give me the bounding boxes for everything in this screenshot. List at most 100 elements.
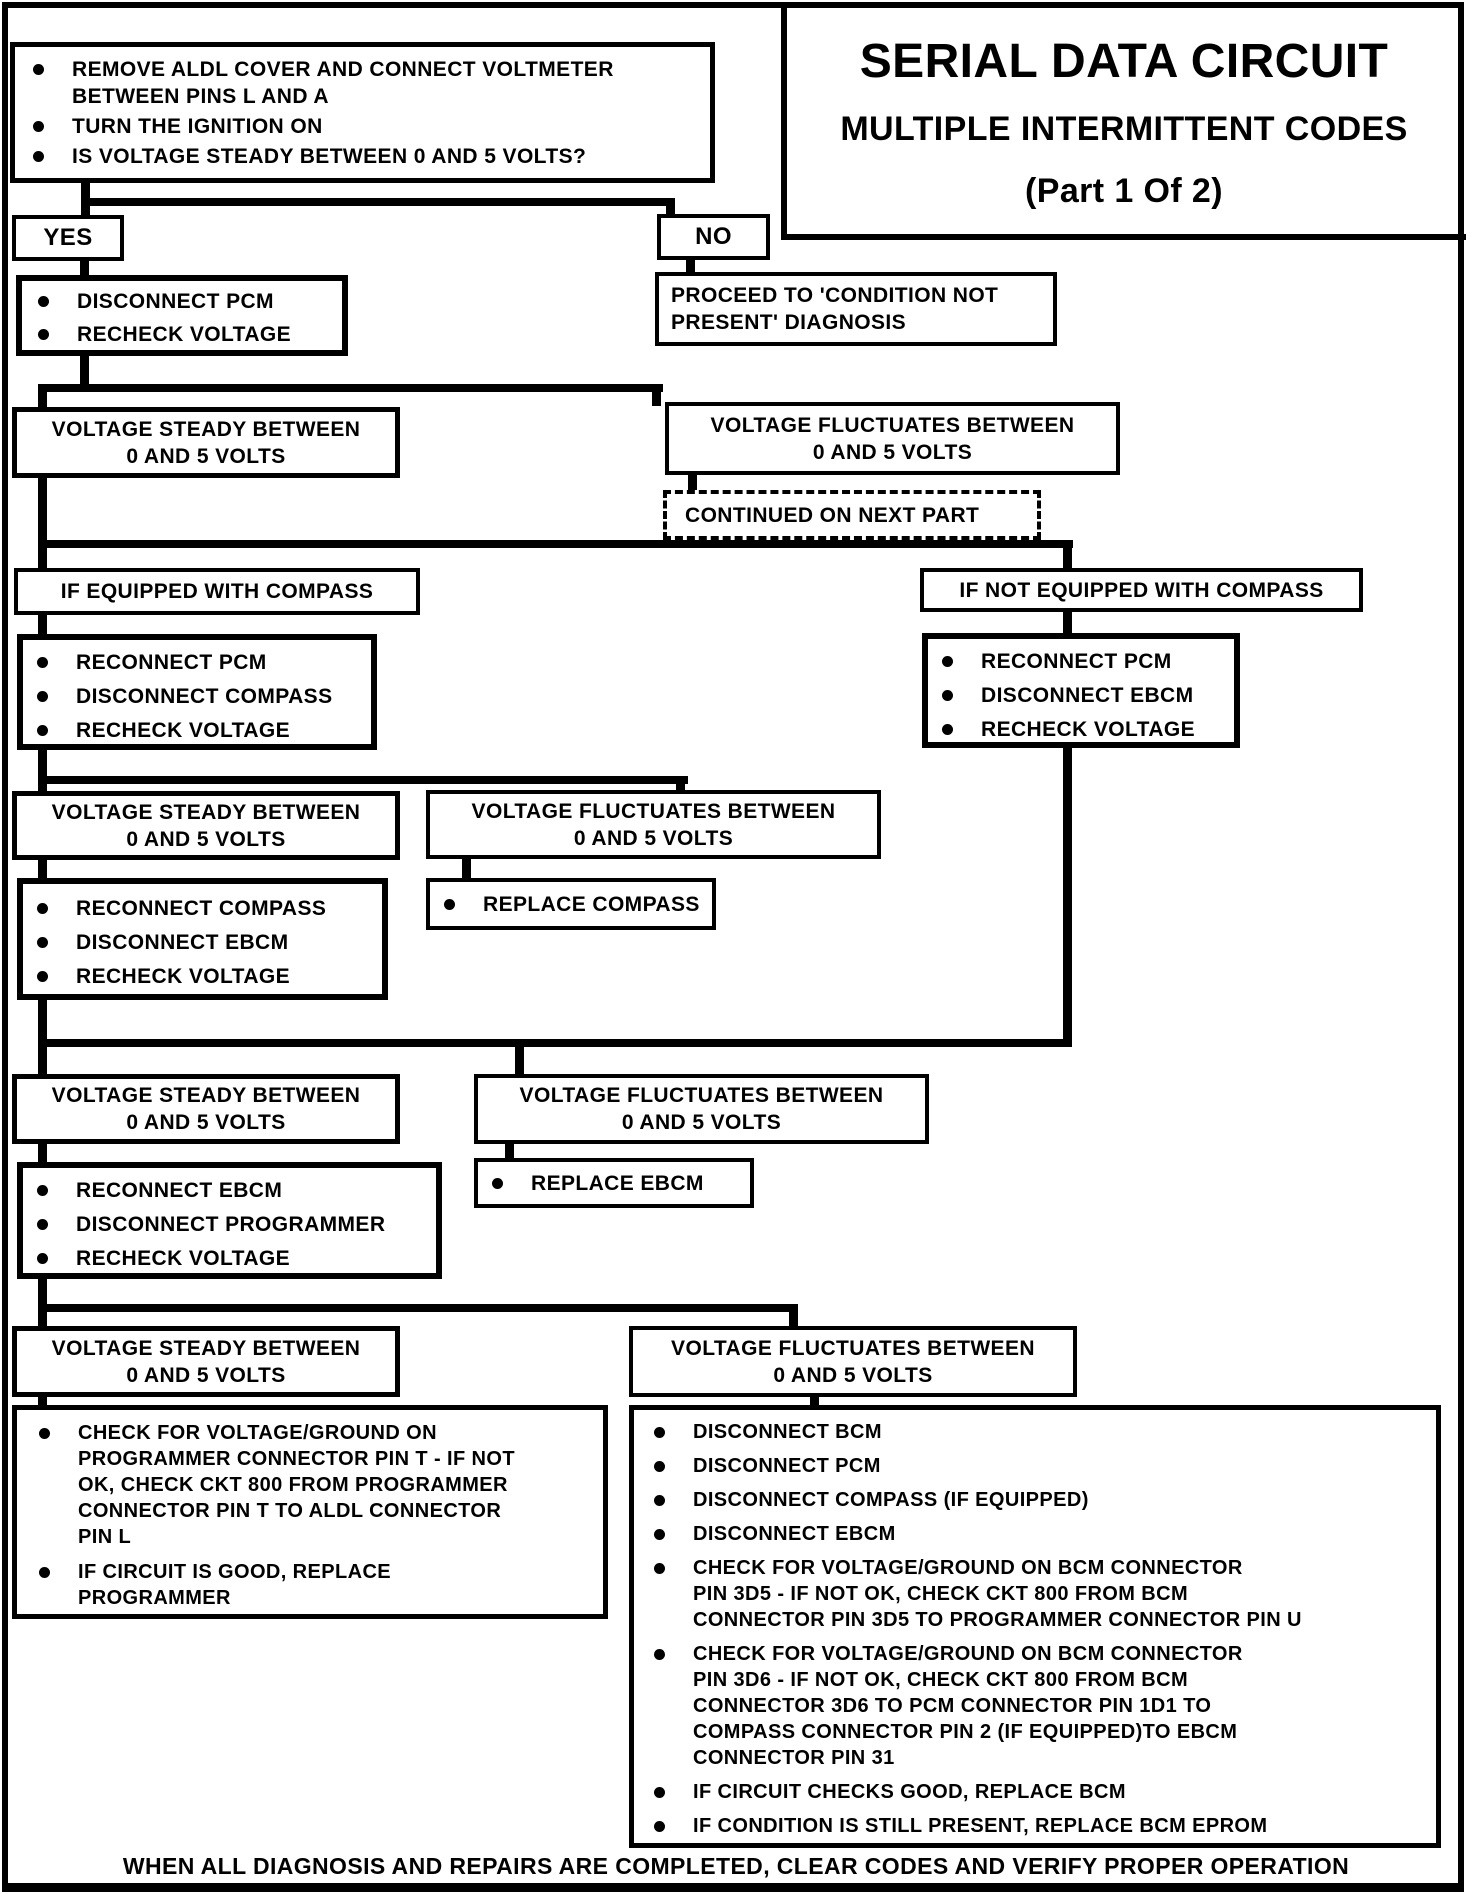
bullet-icon [444,898,455,910]
check-text: DISCONNECT PCM [693,1455,881,1477]
step-text: IS VOLTAGE STEADY BETWEEN 0 AND 5 VOLTS? [72,145,587,168]
equipped-actions-box: RECONNECT PCM DISCONNECT COMPASS RECHECK… [17,634,377,750]
connector-line [1063,746,1072,1047]
action-text: RECONNECT EBCM [76,1179,283,1202]
connector-line [505,1141,514,1162]
bullet-icon [37,1253,48,1264]
action-text: RECONNECT PCM [76,651,267,674]
bullet-icon [654,1563,665,1574]
proceed-text: PROCEED TO 'CONDITION NOT PRESENT' DIAGN… [671,284,999,334]
yes-branch-box: YES [12,215,124,261]
step-text: TURN THE IGNITION ON [72,115,323,138]
connector-line [38,1304,47,1329]
bullet-icon [492,1177,503,1189]
check-text: CHECK FOR VOLTAGE/GROUND ON BCM CONNECTO… [693,1557,1302,1631]
replace-compass-box: REPLACE COMPASS [426,878,716,930]
connector-line [38,384,663,392]
footer-note: WHEN ALL DIAGNOSIS AND REPAIRS ARE COMPL… [122,1853,1350,1879]
action-text: RECHECK VOLTAGE [76,965,291,988]
bullet-icon [38,296,49,307]
bullet-icon [38,329,49,340]
voltage-steady-box: VOLTAGE STEADY BETWEEN 0 AND 5 VOLTS [12,407,400,478]
bcm-check-box: DISCONNECT BCM DISCONNECT PCM DISCONNECT… [629,1405,1441,1848]
bullet-icon [37,1185,48,1196]
connector-line [38,997,47,1043]
connector-line [515,1039,524,1077]
voltage-fluctuates-box: VOLTAGE FLUCTUATES BETWEEN 0 AND 5 VOLTS [629,1326,1077,1397]
connector-line [1063,610,1072,636]
voltage-steady-box: VOLTAGE STEADY BETWEEN 0 AND 5 VOLTS [12,791,400,860]
action-text: RECONNECT COMPASS [76,897,327,920]
step-text: REMOVE ALDL COVER AND CONNECT VOLTMETER … [72,58,614,108]
bullet-icon [39,1567,50,1578]
bullet-icon [33,64,44,75]
action-text: RECHECK VOLTAGE [76,1247,291,1270]
ebcm-actions-box: RECONNECT EBCM DISCONNECT PROGRAMMER REC… [17,1162,442,1279]
check-text: CHECK FOR VOLTAGE/GROUND ON PROGRAMMER C… [78,1422,515,1548]
connector-line [38,613,47,639]
bullet-icon [39,1428,50,1439]
connector-line [676,776,685,794]
bullet-icon [33,151,44,162]
yes-label: YES [43,224,93,251]
connector-line [686,256,695,275]
connector-line [38,857,47,882]
connector-line [38,476,47,546]
bullet-icon [37,657,48,668]
connector-line [38,384,47,410]
bullet-icon [37,725,48,736]
bullet-icon [942,724,953,735]
compass-actions-box: RECONNECT COMPASS DISCONNECT EBCM RECHEC… [17,878,388,1000]
check-text: CHECK FOR VOLTAGE/GROUND ON BCM CONNECTO… [693,1643,1243,1769]
action-text: DISCONNECT PCM [77,290,274,313]
bullet-icon [654,1495,665,1506]
bullet-icon [37,1219,48,1230]
page-title: SERIAL DATA CIRCUIT [859,35,1389,88]
proceed-diagnosis-box: PROCEED TO 'CONDITION NOT PRESENT' DIAGN… [655,272,1057,346]
connector-line [666,198,675,217]
start-step-box: REMOVE ALDL COVER AND CONNECT VOLTMETER … [10,42,715,183]
connector-line [38,776,688,784]
action-text: RECONNECT PCM [981,650,1172,673]
connector-line [38,776,47,795]
check-text: DISCONNECT BCM [693,1421,882,1443]
action-text: RECHECK VOLTAGE [76,719,291,742]
continued-next-part-box: CONTINUED ON NEXT PART [663,490,1041,540]
bullet-icon [942,690,953,701]
connector-line [81,198,90,218]
connector-line [38,1393,47,1408]
action-text: DISCONNECT EBCM [76,931,289,954]
connector-line [38,1276,47,1310]
programmer-check-box: CHECK FOR VOLTAGE/GROUND ON PROGRAMMER C… [12,1405,608,1619]
page-part-label: (Part 1 Of 2) [1025,172,1223,210]
page-subtitle: MULTIPLE INTERMITTENT CODES [840,110,1408,148]
connector-line [80,256,89,278]
check-text: IF CIRCUIT CHECKS GOOD, REPLACE BCM [693,1781,1126,1803]
connector-line [38,1304,798,1312]
check-text: DISCONNECT COMPASS (IF EQUIPPED) [693,1489,1089,1511]
bullet-icon [942,656,953,667]
if-not-equipped-compass-box: IF NOT EQUIPPED WITH COMPASS [920,568,1363,612]
bullet-icon [33,121,44,132]
bullet-icon [654,1427,665,1438]
connector-line [688,473,697,493]
voltage-fluctuates-box: VOLTAGE FLUCTUATES BETWEEN 0 AND 5 VOLTS [474,1074,929,1144]
bullet-icon [37,691,48,702]
voltage-fluctuates-box: VOLTAGE FLUCTUATES BETWEEN 0 AND 5 VOLTS [426,790,881,859]
connector-line [81,183,90,208]
not-equipped-actions-box: RECONNECT PCM DISCONNECT EBCM RECHECK VO… [922,633,1240,748]
action-text: DISCONNECT EBCM [981,684,1194,707]
bullet-icon [654,1787,665,1798]
if-equipped-compass-box: IF EQUIPPED WITH COMPASS [14,568,420,615]
bullet-icon [37,937,48,948]
check-text: IF CIRCUIT IS GOOD, REPLACE PROGRAMMER [78,1561,392,1609]
no-label: NO [695,223,732,250]
connector-line [462,856,471,882]
title-divider-horizontal [781,234,1466,240]
connector-line [80,353,89,392]
title-divider-vertical [781,4,787,240]
connector-line [1063,540,1072,572]
action-text: RECHECK VOLTAGE [77,323,292,346]
connector-line [81,198,675,206]
